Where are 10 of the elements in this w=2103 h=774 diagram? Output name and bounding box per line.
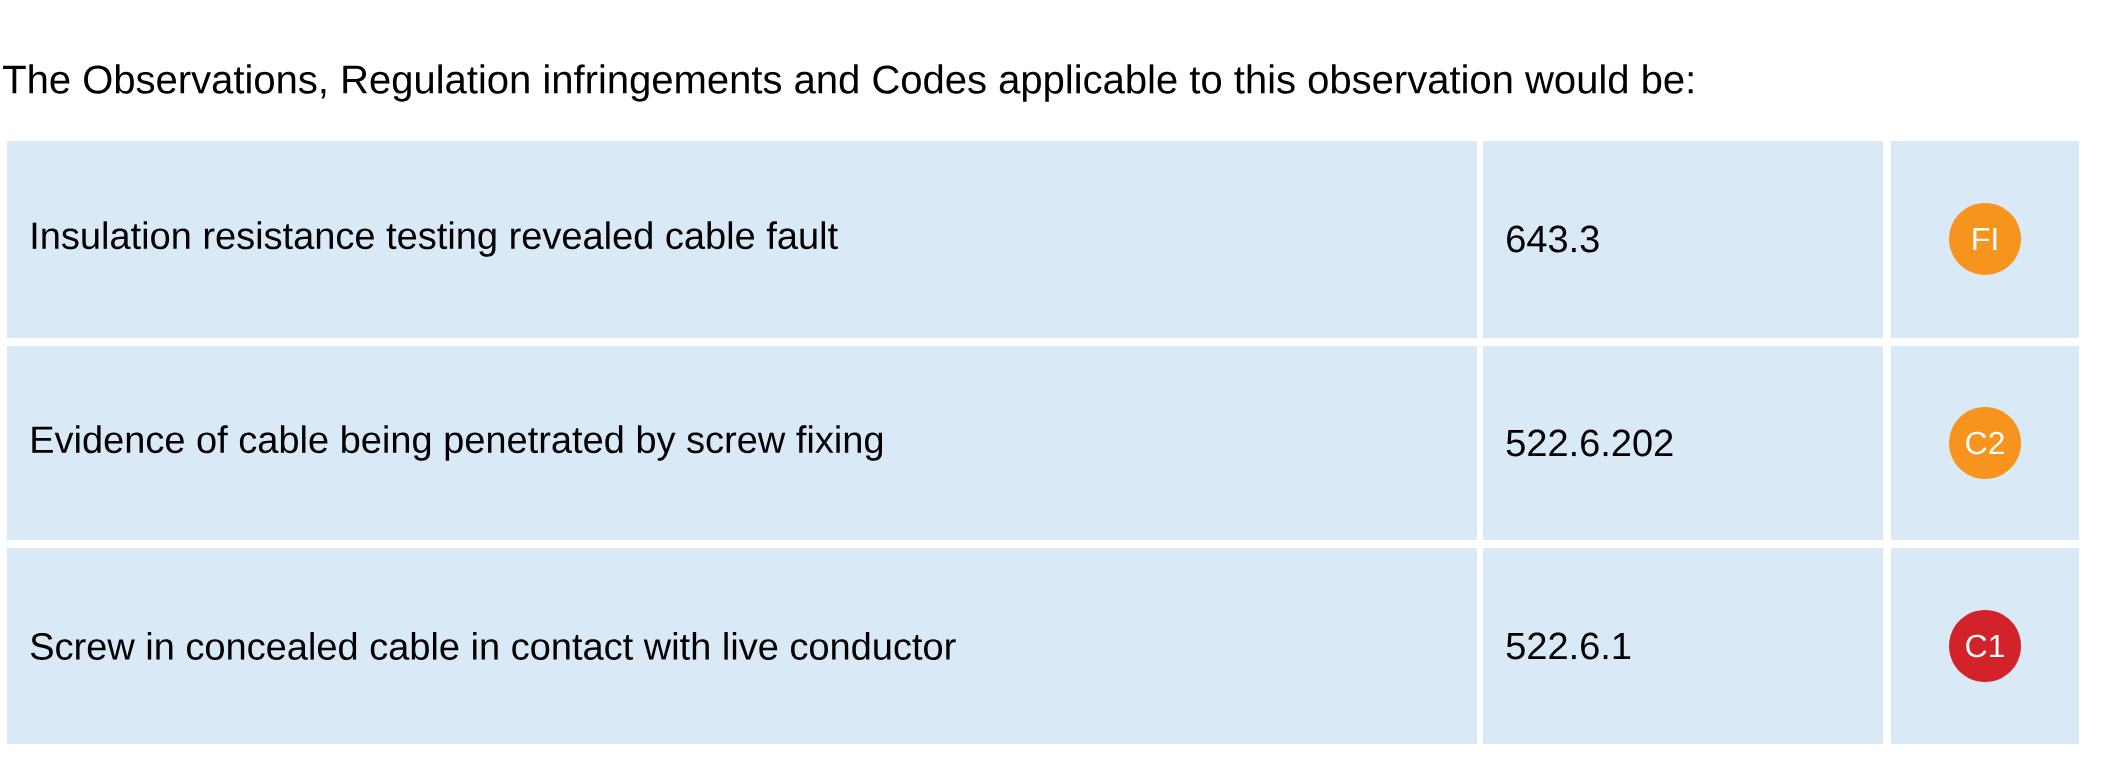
table-cell: Screw in concealed cable in contact with live conductor xyxy=(7,548,1477,744)
table-cell: Insulation resistance testing revealed cable fault xyxy=(7,141,1477,338)
table-cell: 643.3 xyxy=(1483,141,1883,338)
table-cell: Evidence of cable being penetrated by screw fixing xyxy=(7,346,1477,540)
code-badge: FI xyxy=(1949,203,2022,275)
table-cell: 522.6.202 xyxy=(1483,346,1883,540)
code-badge: C1 xyxy=(1949,610,2022,682)
table-cell: 522.6.1 xyxy=(1483,548,1883,744)
heading: The Observations, Regulation infringements and Codes applicable to this observation would be: xyxy=(3,64,1693,102)
code-badge: C2 xyxy=(1949,407,2022,479)
